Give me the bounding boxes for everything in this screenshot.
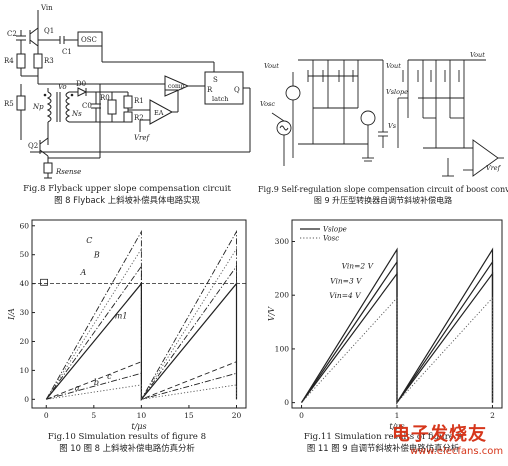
label-latch: latch [212,95,228,103]
fig8-caption: Fig.8 Flyback upper slope compensation c… [0,184,254,206]
curve-label-C: C [86,236,92,245]
annotation-vin-4: Vin=4 V [329,291,362,300]
fig9-label-vosc: Vosc [260,100,275,108]
annotation-vin-2: Vin=2 V [342,261,375,270]
label-r3: R3 [44,57,54,65]
label-r4: R4 [4,57,14,65]
fig9-label-vout-2: Vout [386,62,401,70]
curve-label-b: b [94,378,99,387]
fig8-caption-en: Fig.8 Flyback upper slope compensation c… [23,184,231,194]
label-vo: Vo [58,83,67,91]
annotation-vin-3: Vin=3 V [330,276,363,285]
fig9-caption-en: Fig.9 Self-regulation slope compensation… [258,185,508,194]
y-tick-label: 300 [275,237,290,246]
y-tick-label: 0 [284,398,289,407]
label-c1: C1 [62,48,72,56]
curve-label-B: B [93,251,100,260]
fig9-label-vout-1: Vout [264,62,279,70]
y-tick-label: 50 [19,250,29,259]
x-tick-label: 0 [299,411,304,420]
y-tick-label: 20 [19,337,29,346]
x-tick-label: 20 [232,411,242,420]
plot-frame [31,219,247,409]
y-axis-label: V/V [267,306,276,321]
label-r1: R1 [134,97,144,105]
label-np: Np [32,103,44,111]
label-r2: R2 [134,114,144,122]
label-d0: D0 [76,80,86,88]
curve-label-c: c [107,372,112,381]
label-r5: R5 [4,100,14,108]
marker-box [40,278,48,286]
fig9-label-vslope: Vslope [386,88,408,96]
x-tick-label: 15 [184,411,194,420]
label-r: R [207,86,213,94]
label-c2: C2 [7,30,17,38]
y-tick-label: 200 [275,291,290,300]
watermark-logo: 电子发烧友 [392,424,487,445]
fig9-label-vref: Vref [486,164,502,172]
fig10-caption-en: Fig.10 Simulation results of figure 8 [47,432,207,442]
x-axis-label: t/μs [389,422,404,431]
y-tick-label: 100 [275,344,290,353]
curve-label-m1: m1 [115,311,128,320]
y-tick-label: 40 [19,279,29,288]
curve-label-A: A [80,268,87,277]
label-ea: EA [154,109,164,117]
fig11-caption-en: Fig.11 Simulation results of figure 9 [303,432,463,442]
fig9-caption: Fig.9 Self-regulation slope compensation… [258,184,508,206]
series-line-5 [46,372,237,400]
y-tick-label: 30 [19,308,29,317]
label-q2: Q2 [28,142,38,150]
x-tick-label: 2 [490,411,495,420]
x-axis-label: t/μs [131,422,146,431]
label-vref: Vref [134,134,151,142]
fig9-circuit: Vout Vosc Vout Vslope Vs Vout Vref [260,51,504,177]
fig8-circuit: Vin Q1 C2 R4 R3 C1 OSC R5 Np Ns Vo D0 C0… [4,4,251,179]
label-ns: Ns [71,110,82,118]
label-s: S [213,76,218,84]
watermark-url: www.elecfans.com [410,446,504,457]
legend-label-vosc: Vosc [323,235,339,243]
x-tick-label: 5 [91,411,96,420]
x-tick-label: 1 [395,411,400,420]
label-r0: R0 [100,94,110,102]
series-line-3 [301,296,493,404]
series-line-6 [46,384,237,400]
label-comp: comp [168,83,185,90]
label-q: Q [234,86,240,94]
y-tick-label: 10 [19,366,29,375]
fig11-caption: Fig.11 Simulation results of figure 9 图 … [258,432,508,454]
curve-label-a: a [75,384,80,393]
label-q1: Q1 [44,27,54,35]
legend-label-vslope: Vslope [323,226,347,234]
fig10-caption: Fig.10 Simulation results of figure 8 图 … [0,432,254,454]
fig9-caption-zh: 图 9 升压型转换器自调节斜坡补偿电路 [313,196,453,205]
label-c0: C0 [82,102,92,110]
y-tick-label: 60 [19,221,29,230]
label-vin: Vin [40,4,53,12]
label-osc: OSC [81,36,97,44]
fig10-caption-zh: 图 10 图 8 上斜坡补偿电路仿真分析 [59,443,195,453]
fig9-label-vs: Vs [388,122,397,130]
fig8-caption-zh: 图 8 Flyback 上斜坡补偿具体电路实现 [54,195,200,205]
y-axis-label: I/A [7,308,16,321]
y-tick-label: 0 [24,395,29,404]
series-line-1 [45,247,237,401]
label-rsense: Rsense [55,168,81,176]
x-tick-label: 10 [137,411,147,420]
fig11-caption-zh: 图 11 图 9 自调节斜坡补偿电路仿真分析 [306,443,460,453]
fig9-label-vout-3: Vout [470,51,485,59]
x-tick-label: 0 [44,411,49,420]
